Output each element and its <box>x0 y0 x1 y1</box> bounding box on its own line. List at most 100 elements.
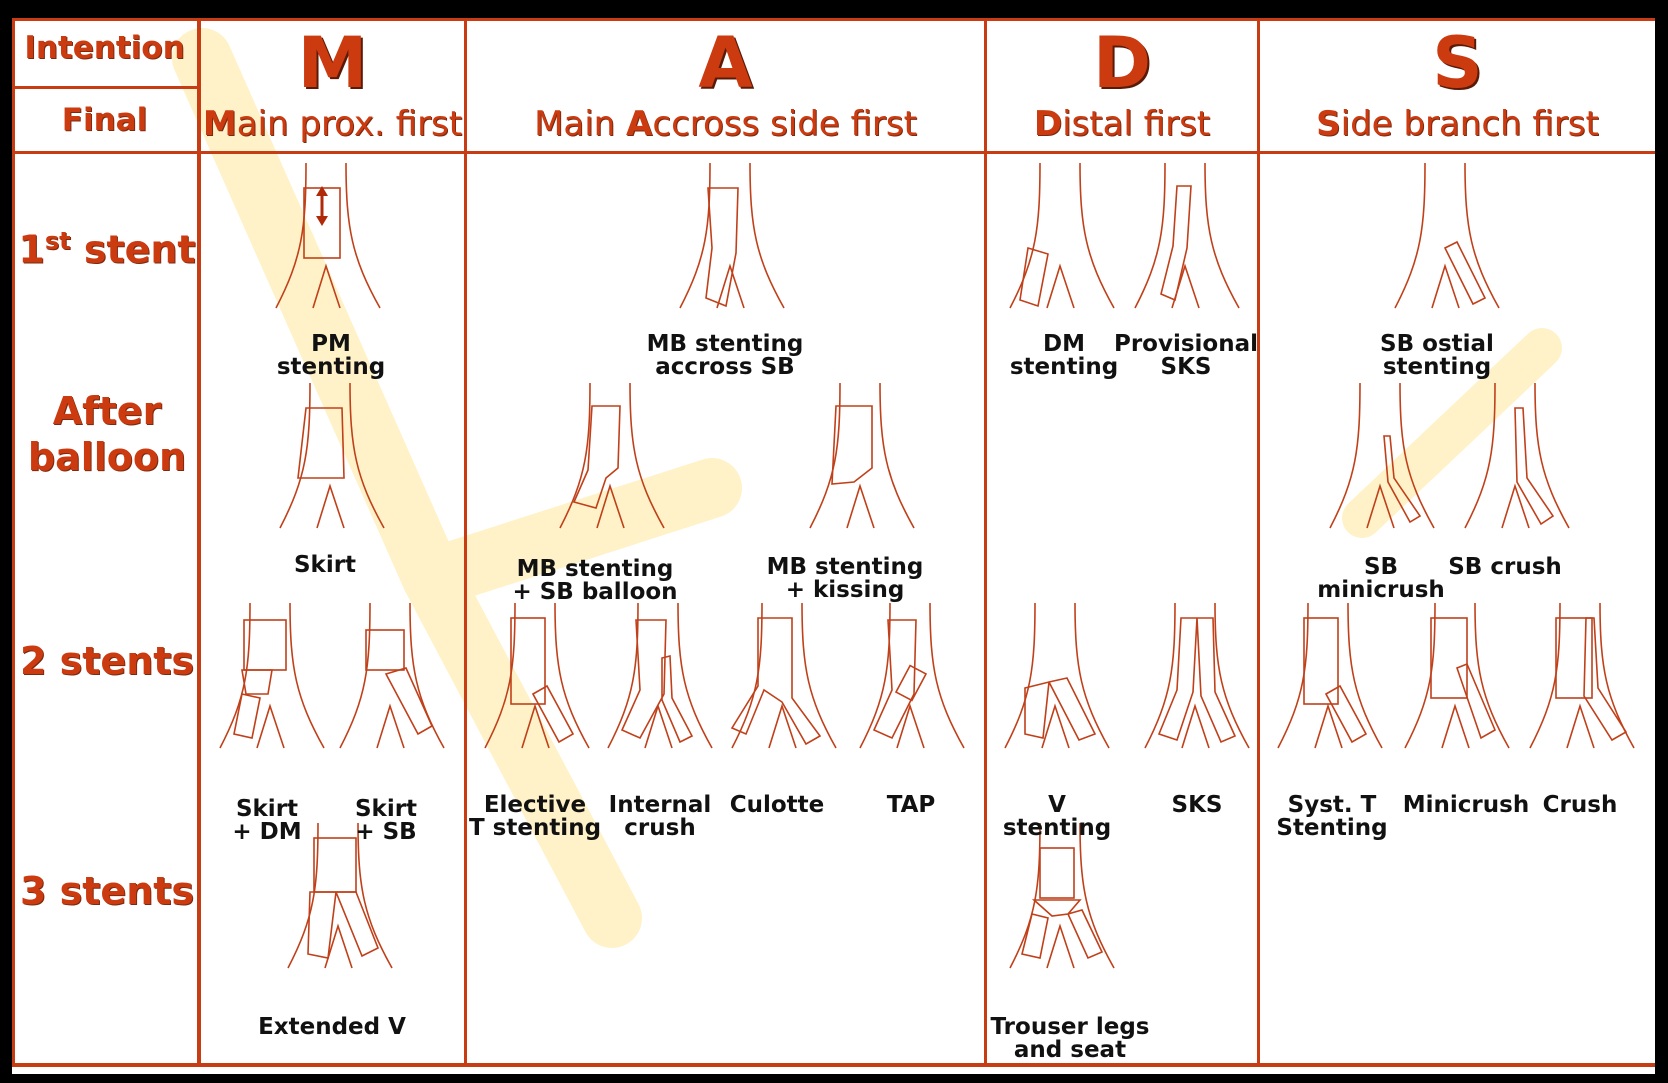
mb-sb-balloon-stent-1 <box>574 406 620 508</box>
elective-t-vessel <box>485 603 589 748</box>
mb-sb-balloon-vessel <box>560 383 664 528</box>
culotte-diagram <box>724 598 844 748</box>
crush-diagram <box>1522 598 1642 748</box>
divider-col-4 <box>1257 18 1260 1067</box>
intention-label: Intention <box>12 28 197 68</box>
dm-stenting-stent-1 <box>1020 248 1048 306</box>
caption-minicrush: Minicrush <box>1403 794 1529 817</box>
divider-bottom <box>12 1063 1655 1067</box>
tap-stent-1 <box>874 620 916 738</box>
skirt-stent-1 <box>298 408 344 478</box>
mb-kissing-stent-1 <box>832 406 872 484</box>
sb-crush-stent-1 <box>1515 408 1553 524</box>
elective-t-diagram <box>477 598 597 748</box>
caption-mb-stenting-sb-balloon: MB stenting + SB balloon <box>512 558 677 604</box>
syst-t-stent-2 <box>1326 686 1366 742</box>
caption-trouser-legs-and-seat: Trouser legs and seat <box>991 1016 1150 1062</box>
mb-accross-sb-vessel <box>680 163 784 308</box>
sb-minicrush-stent-1 <box>1384 436 1420 522</box>
culotte-vessel <box>732 603 836 748</box>
mb-kissing-diagram <box>802 378 922 528</box>
provisional-sks-diagram <box>1127 158 1247 318</box>
pm-stenting-diagram <box>268 158 388 318</box>
elective-t-stent-2 <box>533 686 573 742</box>
skirt-sb-diagram <box>332 598 452 748</box>
divider-col-3 <box>984 18 987 1067</box>
caption-sks: SKS <box>1172 794 1223 817</box>
syst-t-stent-1 <box>1304 618 1338 704</box>
caption-skirt: Skirt <box>294 554 356 577</box>
provisional-sks-stent-1 <box>1161 186 1191 300</box>
caption-elective-t-stenting: Elective T stenting <box>469 794 601 840</box>
crush-stent-1 <box>1556 618 1592 698</box>
sb-crush-diagram <box>1457 378 1577 528</box>
skirt-sb-stent-1 <box>366 630 404 670</box>
tap-diagram <box>852 598 972 748</box>
row-label-two-stents: 2 stents <box>17 638 197 684</box>
skirt-vessel <box>280 383 384 528</box>
caption-crush: Crush <box>1543 794 1618 817</box>
pm-stenting-arrow-head-down-icon <box>316 216 328 226</box>
skirt-sb-stent-2 <box>386 668 432 734</box>
syst-t-vessel <box>1278 603 1382 748</box>
divider-header <box>12 151 1655 154</box>
column-title-side-branch: Side branch first <box>1260 104 1655 144</box>
column-letter-s: S <box>1260 28 1655 98</box>
dm-stenting-diagram <box>1002 158 1122 318</box>
sks-diagram <box>1137 598 1257 748</box>
caption-sb-crush: SB crush <box>1448 556 1562 579</box>
elective-t-stent-1 <box>511 618 545 704</box>
row-label-three-stents: 3 stents <box>17 868 197 914</box>
sb-ostial-stent-1 <box>1445 242 1485 304</box>
trouser-legs-stent-2 <box>1022 900 1102 958</box>
syst-t-diagram <box>1270 598 1390 748</box>
column-title-main-prox: Main prox. first <box>201 104 464 144</box>
internal-crush-diagram <box>600 598 720 748</box>
column-letter-d: D <box>987 28 1257 98</box>
caption-sb-ostial-stenting: SB ostial stenting <box>1328 333 1546 379</box>
column-letter-m: M <box>201 28 464 98</box>
skirt-dm-stent-2 <box>234 670 272 738</box>
trouser-legs-stent-1 <box>1040 848 1074 898</box>
caption-extended-v: Extended V <box>258 1016 406 1039</box>
crush-stent-2 <box>1584 618 1626 740</box>
skirt-diagram <box>272 378 392 528</box>
caption-sb-minicrush: SB minicrush <box>1317 556 1445 602</box>
mb-accross-sb-diagram <box>672 158 792 318</box>
divider-col-0 <box>12 18 15 1067</box>
mb-kissing-vessel <box>810 383 914 528</box>
final-label: Final <box>12 100 197 140</box>
caption-syst-t-stenting: Syst. T Stenting <box>1276 794 1387 840</box>
caption-internal-crush: Internal crush <box>609 794 712 840</box>
column-title-distal: Distal first <box>987 104 1257 144</box>
divider-col-1 <box>197 18 201 1067</box>
pm-stenting-vessel <box>276 163 380 308</box>
extended-v-stent-1 <box>314 838 356 892</box>
column-letter-a: A <box>467 28 984 98</box>
minicrush-stent-1 <box>1431 618 1467 698</box>
caption-provisional-sks: Provisional SKS <box>1114 333 1258 379</box>
caption-mb-stenting-kissing: MB stenting + kissing <box>767 556 924 602</box>
divider-top <box>12 18 1655 21</box>
mb-sb-balloon-diagram <box>552 378 672 528</box>
sb-minicrush-vessel <box>1330 383 1434 528</box>
caption-culotte: Culotte <box>730 794 825 817</box>
technique-board: Intention Final M Main prox. first A Mai… <box>12 18 1655 1074</box>
divider-col-2 <box>464 18 467 1067</box>
v-stenting-vessel <box>1005 603 1109 748</box>
minicrush-diagram <box>1397 598 1517 748</box>
caption-skirt-dm: Skirt + DM <box>232 798 301 844</box>
skirt-dm-diagram <box>212 598 332 748</box>
caption-tap: TAP <box>887 794 936 817</box>
mb-accross-sb-stent-1 <box>706 188 738 306</box>
sb-ostial-diagram <box>1387 158 1507 318</box>
v-stenting-diagram <box>997 598 1117 748</box>
caption-pm-stenting: PM stenting <box>277 333 385 379</box>
skirt-sb-vessel <box>340 603 444 748</box>
caption-dm-stenting: DM stenting <box>1010 333 1118 379</box>
provisional-sks-vessel <box>1135 163 1239 308</box>
sb-ostial-vessel <box>1395 163 1499 308</box>
v-stenting-stent-1 <box>1025 678 1095 740</box>
caption-v-stenting: V stenting <box>1003 794 1111 840</box>
sb-minicrush-diagram <box>1322 378 1442 528</box>
